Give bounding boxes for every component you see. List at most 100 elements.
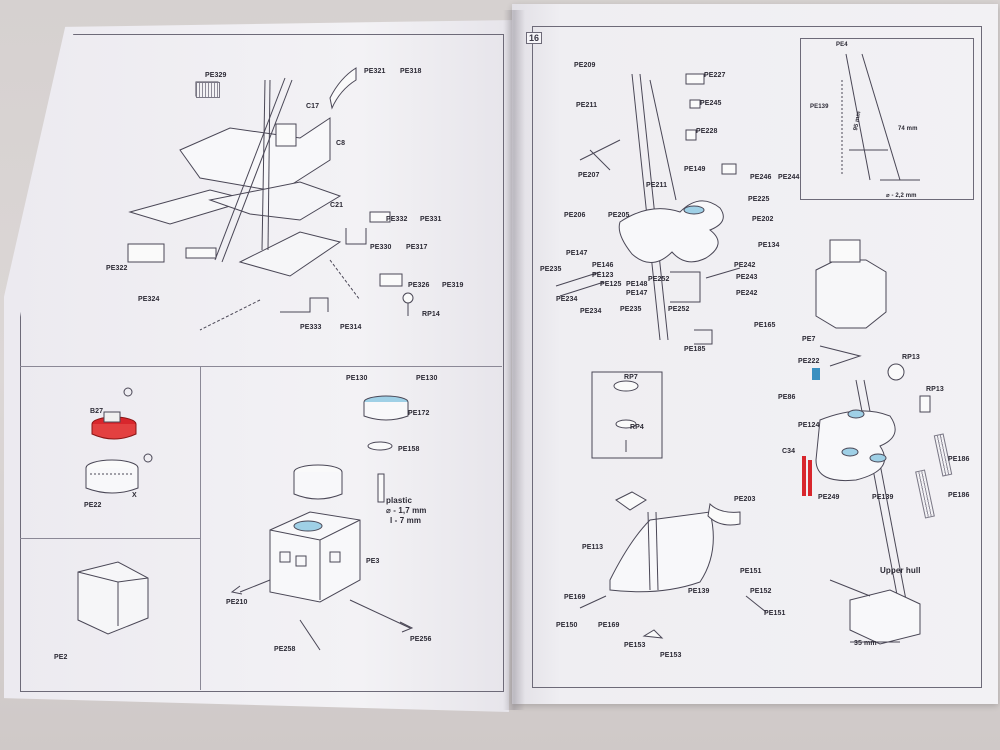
label-rp7: RP7	[624, 374, 638, 381]
label-pe147b: PE147	[626, 290, 648, 297]
label-pe242b: PE242	[736, 290, 758, 297]
label-pe125: PE125	[600, 281, 622, 288]
label-pe151a: PE151	[740, 568, 762, 575]
label-rp4: RP4	[630, 424, 644, 431]
label-diameter: ⌀ - 1,7 mm	[386, 506, 427, 515]
label-pe256: PE256	[410, 636, 432, 643]
left-horizontal-divider	[20, 366, 502, 367]
label-rp13a: RP13	[902, 354, 920, 361]
label-pe7: PE7	[802, 336, 816, 343]
blue-highlight-pe222	[812, 368, 820, 380]
label-pe86: PE86	[778, 394, 796, 401]
label-pe152: PE152	[750, 588, 772, 595]
label-pe139b: PE139	[688, 588, 710, 595]
label-x: X	[132, 492, 137, 499]
label-pe235a: PE235	[540, 266, 562, 273]
label-pe205: PE205	[608, 212, 630, 219]
label-pe130b: PE130	[416, 375, 438, 382]
label-pe148: PE148	[626, 281, 648, 288]
label-c34: C34	[782, 448, 796, 455]
label-pe227: PE227	[704, 72, 726, 79]
label-pe153b: PE153	[660, 652, 682, 659]
label-pe113: PE113	[582, 544, 604, 551]
label-35mm: 35 mm	[854, 640, 877, 647]
label-pe151b: PE151	[764, 610, 786, 617]
label-upper-hull: Upper hull	[880, 566, 921, 575]
gun-director-drawing	[77, 387, 153, 635]
label-pe329: PE329	[205, 72, 227, 79]
label-pe211a: PE211	[576, 102, 598, 109]
label-pe209: PE209	[574, 62, 596, 69]
label-pe235b: PE235	[620, 306, 642, 313]
label-pe324: PE324	[138, 296, 160, 303]
label-pe207: PE207	[578, 172, 600, 179]
label-pe185: PE185	[684, 346, 706, 353]
label-pe169b: PE169	[598, 622, 620, 629]
label-pe130a: PE130	[346, 375, 368, 382]
label-pe172: PE172	[408, 410, 430, 417]
label-pe314: PE314	[340, 324, 362, 331]
label-pe244: PE244	[778, 174, 800, 181]
superstructure-drawing	[230, 395, 414, 651]
mast-inset-drawing	[841, 53, 920, 181]
label-pe318: PE318	[400, 68, 422, 75]
label-pe158: PE158	[398, 446, 420, 453]
page-number: 16	[526, 32, 543, 44]
label-pe246: PE246	[750, 174, 772, 181]
label-pe203: PE203	[734, 496, 756, 503]
label-c17: C17	[306, 103, 320, 110]
label-pe321: PE321	[364, 68, 386, 75]
red-highlight-c34	[802, 456, 806, 496]
inset-title: PE4	[836, 42, 848, 48]
label-pe234a: PE234	[556, 296, 578, 303]
label-pe330: PE330	[370, 244, 392, 251]
label-pe222: PE222	[798, 358, 820, 365]
label-pe249: PE249	[818, 494, 840, 501]
label-pe169a: PE169	[564, 594, 586, 601]
inset-diameter: ⌀ - 2,2 mm	[886, 193, 917, 199]
right-page-frame	[532, 26, 982, 688]
label-pe165: PE165	[754, 322, 776, 329]
left-small-divider	[20, 538, 200, 539]
left-vertical-divider	[200, 366, 201, 690]
red-highlight-c34b	[808, 460, 812, 496]
label-pe252b: PE252	[668, 306, 690, 313]
pe329-part	[196, 82, 220, 98]
label-c21: C21	[330, 202, 344, 209]
mast-inset-frame	[800, 38, 974, 200]
label-pe153a: PE153	[624, 642, 646, 649]
label-pe186b: PE186	[948, 492, 970, 499]
label-pe333: PE333	[300, 324, 322, 331]
label-pe322: PE322	[106, 265, 128, 272]
label-pe202: PE202	[752, 216, 774, 223]
label-pe242a: PE242	[734, 262, 756, 269]
label-pe258: PE258	[274, 646, 296, 653]
label-pe149: PE149	[684, 166, 706, 173]
label-pe228: PE228	[696, 128, 718, 135]
label-c8: C8	[336, 140, 346, 147]
label-pe252a: PE252	[648, 276, 670, 283]
label-rp14: RP14	[422, 311, 440, 318]
label-pe206: PE206	[564, 212, 586, 219]
left-page-frame	[20, 34, 504, 692]
label-pe147a: PE147	[566, 250, 588, 257]
right-page	[512, 4, 998, 704]
label-pe234b: PE234	[580, 308, 602, 315]
label-pe150: PE150	[556, 622, 578, 629]
label-pe2: PE2	[54, 654, 68, 661]
label-pe245: PE245	[700, 100, 722, 107]
label-pe319: PE319	[442, 282, 464, 289]
label-pe211b: PE211	[646, 182, 668, 189]
label-pe225: PE225	[748, 196, 770, 203]
label-pe243: PE243	[736, 274, 758, 281]
label-pe3: PE3	[366, 558, 380, 565]
label-pe186a: PE186	[948, 456, 970, 463]
label-length: l - 7 mm	[390, 516, 422, 525]
mast-platform-drawing	[555, 73, 741, 345]
label-pe331: PE331	[420, 216, 442, 223]
upper-hull-tower-drawing	[815, 239, 931, 645]
label-pe210: PE210	[226, 599, 248, 606]
inset-small-dimension: 74 mm	[898, 126, 918, 132]
booklet-gutter	[503, 10, 525, 710]
